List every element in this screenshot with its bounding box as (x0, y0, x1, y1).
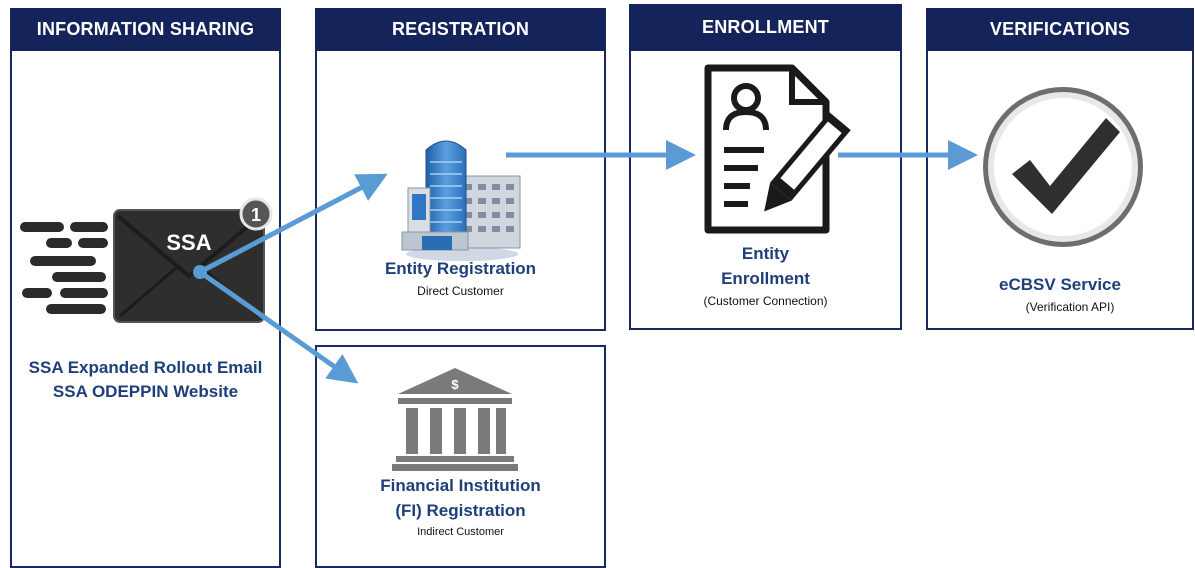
arrow-email-to-fi-registration (198, 269, 359, 384)
information-sharing-header: INFORMATION SHARING (10, 8, 281, 51)
fi-registration-title-line1: Financial Institution (380, 476, 541, 495)
bank-building-icon: $ (392, 364, 518, 479)
direct-customer-text: Direct Customer (417, 284, 504, 298)
document-pen-icon (704, 64, 854, 239)
entity-enrollment-title-line1: Entity (741, 244, 790, 263)
verification-api-text: (Verification API) (1025, 300, 1115, 314)
envelope-label: SSA (166, 230, 211, 255)
rollout-email-text: SSA Expanded Rollout Email (28, 358, 263, 377)
indirect-customer-text: Indirect Customer (417, 526, 504, 538)
office-building-icon (400, 128, 530, 268)
entity-enrollment-title-line2: Enrollment (721, 269, 810, 288)
verifications-header: VERIFICATIONS (926, 8, 1194, 51)
entity-registration-title: Entity Registration (384, 259, 537, 278)
registration-header: REGISTRATION (315, 8, 606, 51)
email-envelope-icon: SSA 1 (110, 196, 280, 331)
flow-arrows (193, 140, 978, 384)
notification-count: 1 (251, 205, 261, 225)
arrow-email-to-entity-registration (198, 173, 388, 275)
customer-connection-text: (Customer Connection) (703, 294, 828, 308)
fi-registration-title-line2: (FI) Registration (395, 501, 526, 520)
enrollment-header: ENROLLMENT (629, 4, 902, 51)
odeppin-website-text: SSA ODEPPIN Website (52, 382, 239, 401)
bank-dollar-symbol: $ (451, 377, 459, 392)
checkmark-circle-icon (978, 82, 1148, 257)
ecbsv-service-title: eCBSV Service (999, 275, 1121, 294)
speed-lines-icon (18, 208, 110, 325)
